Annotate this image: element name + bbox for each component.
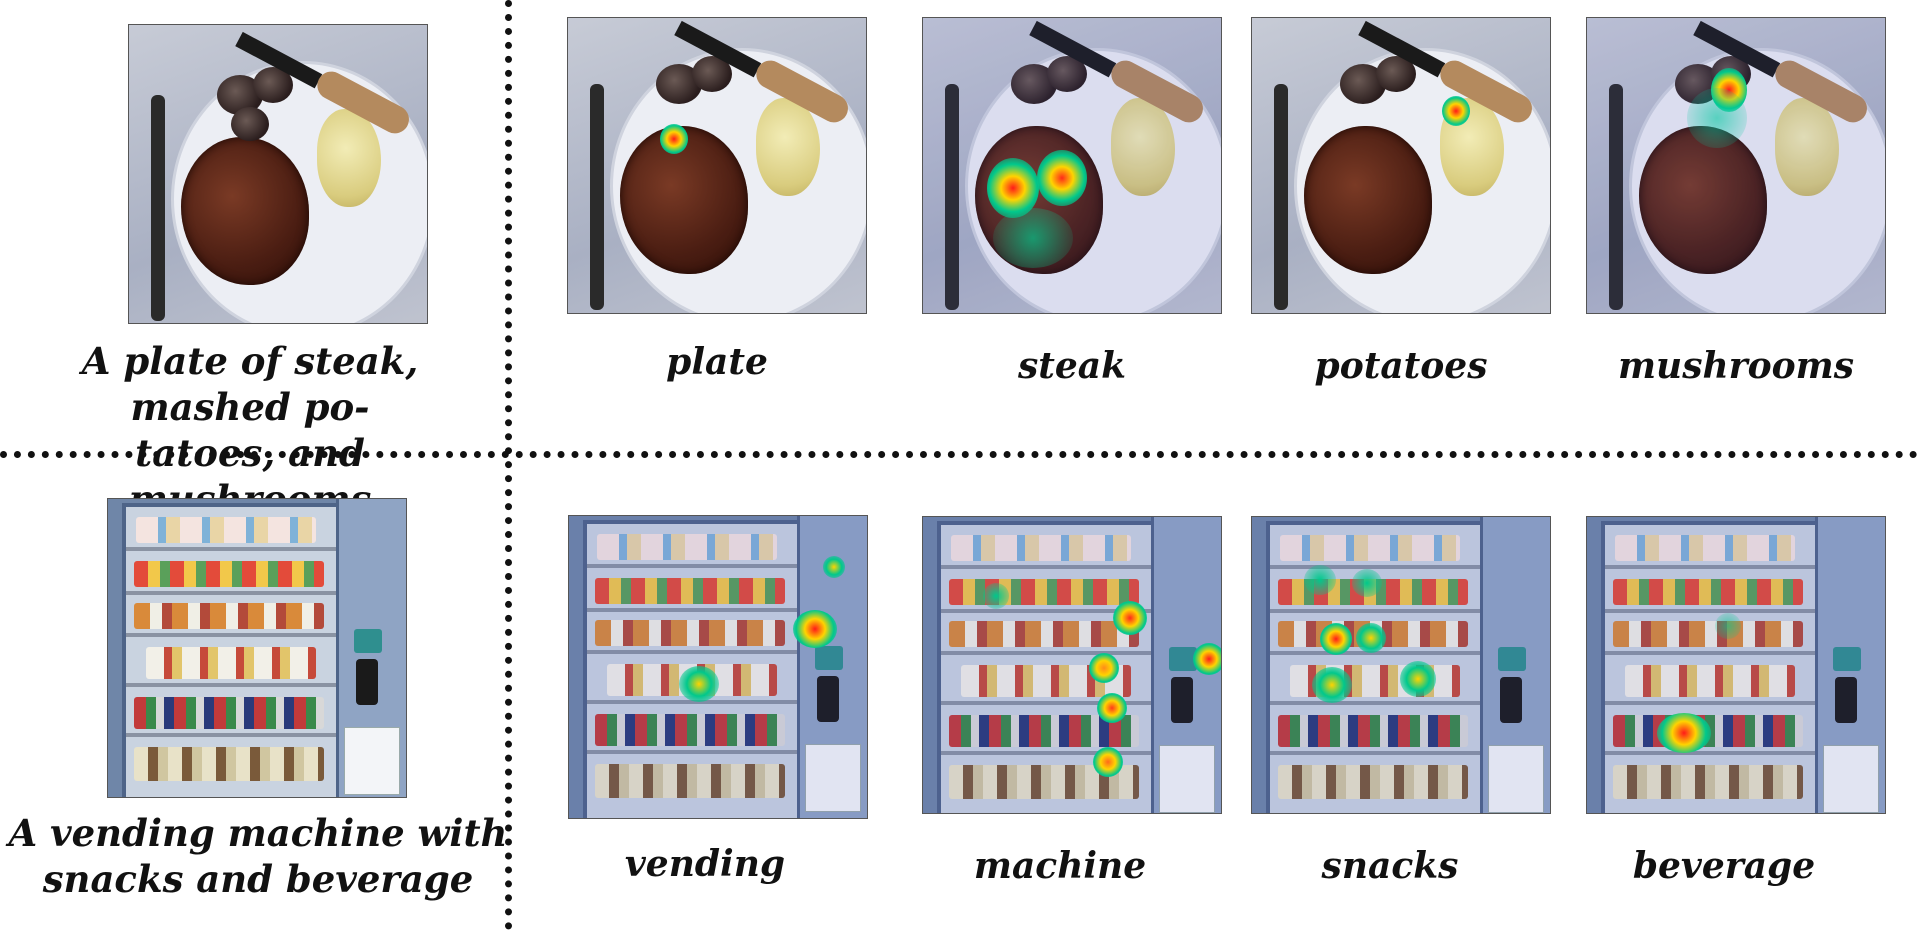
word-label-mushrooms: mushrooms	[1617, 345, 1855, 387]
vending-source-image	[107, 498, 407, 798]
caption-line-1: A plate of steak, mashed po-	[81, 339, 419, 429]
word-label-potatoes: potatoes	[1314, 345, 1488, 387]
attention-map-mushrooms	[1586, 17, 1886, 314]
attention-map-snacks	[1251, 516, 1551, 814]
attention-map-potatoes	[1251, 17, 1551, 314]
attention-map-beverage	[1586, 516, 1886, 814]
caption-line-1: A vending machine with	[8, 811, 508, 855]
word-label-beverage: beverage	[1632, 845, 1816, 887]
attention-map-vending	[568, 515, 868, 819]
attention-map-plate	[567, 17, 867, 314]
word-label-machine: machine	[973, 845, 1147, 887]
attention-map-steak	[922, 17, 1222, 314]
word-label-steak: steak	[1017, 345, 1127, 387]
steak-caption: A plate of steak, mashed po- tatoes, and…	[8, 338, 492, 522]
vertical-divider	[505, 0, 512, 930]
attention-map-machine	[922, 516, 1222, 814]
word-label-snacks: snacks	[1321, 845, 1459, 887]
horizontal-divider	[0, 451, 1918, 458]
word-label-plate: plate	[666, 341, 768, 383]
caption-line-2: snacks and beverage	[42, 857, 474, 901]
steak-source-image	[128, 24, 428, 324]
word-label-vending: vending	[624, 843, 786, 885]
vending-caption: A vending machine with snacks and bevera…	[8, 810, 508, 902]
